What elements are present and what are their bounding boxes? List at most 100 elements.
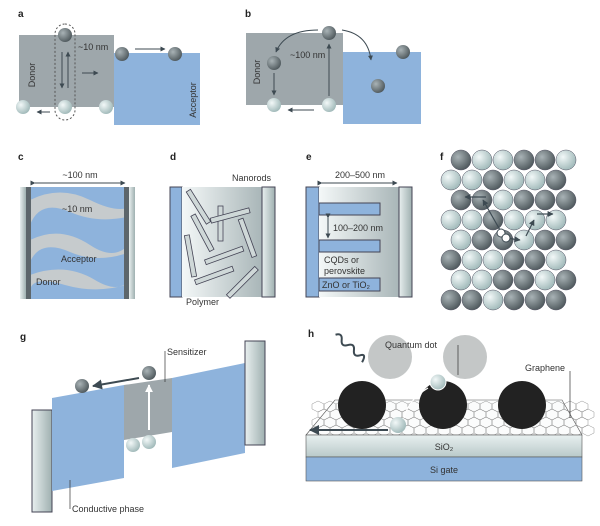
graphene-hex bbox=[581, 408, 595, 421]
panel-label-d: d bbox=[170, 152, 176, 163]
nanocrystal bbox=[555, 229, 577, 251]
hole bbox=[322, 98, 336, 112]
sio2-label: SiO₂ bbox=[435, 442, 454, 452]
nanocrystal bbox=[461, 289, 483, 311]
nanocrystal bbox=[503, 169, 525, 191]
panel-label-a: a bbox=[18, 9, 24, 20]
absorber-label-2: perovskite bbox=[324, 266, 365, 276]
nanocrystal bbox=[440, 249, 462, 271]
hole bbox=[126, 438, 140, 452]
oxide-label: ZnO or TiO₂ bbox=[322, 280, 371, 290]
panel-label-b: b bbox=[245, 9, 251, 20]
quantum-dots bbox=[338, 335, 546, 429]
panel-c: c ~100 nm ~10 nm Acceptor Donor bbox=[18, 152, 135, 299]
nanocrystal bbox=[513, 229, 535, 251]
si-gate-label: Si gate bbox=[430, 465, 458, 475]
nanocrystal bbox=[534, 149, 556, 171]
acceptor-label: Acceptor bbox=[61, 254, 97, 264]
electron bbox=[115, 47, 129, 61]
panel-b: b Donor ~100 nm bbox=[245, 9, 421, 124]
nanocrystal bbox=[545, 209, 567, 231]
electron bbox=[58, 28, 72, 42]
domain-label: ~10 nm bbox=[62, 204, 92, 214]
nanocrystal bbox=[492, 149, 514, 171]
nanocrystal bbox=[524, 169, 546, 191]
nanocrystal bbox=[555, 149, 577, 171]
graphene-label: Graphene bbox=[525, 363, 565, 373]
panel-e: e 200–500 nm 100–200 nm CQDs or perovski… bbox=[305, 152, 413, 298]
nanocrystal bbox=[482, 169, 504, 191]
graphene-hex bbox=[575, 416, 589, 429]
electron bbox=[322, 26, 336, 40]
nanocrystal bbox=[461, 249, 483, 271]
nanocrystal bbox=[461, 169, 483, 191]
panel-h: h SiO₂ Si gate Quantum dot Graphene bbox=[305, 329, 595, 482]
nanocrystal bbox=[482, 209, 504, 231]
panel-label-f: f bbox=[440, 152, 444, 163]
width-label: ~100 nm bbox=[62, 170, 97, 180]
panel-d: d Nanorods Polymer bbox=[169, 152, 276, 307]
nanocrystal bbox=[482, 249, 504, 271]
nanocrystal bbox=[524, 289, 546, 311]
polymer-label: Polymer bbox=[186, 297, 219, 307]
nanocrystal bbox=[513, 269, 535, 291]
quantum-dot-label: Quantum dot bbox=[385, 340, 438, 350]
panel-label-g: g bbox=[20, 332, 26, 343]
panel-label-c: c bbox=[18, 152, 24, 163]
nanocrystal bbox=[471, 229, 493, 251]
width-label: 200–500 nm bbox=[335, 170, 385, 180]
nanocrystal bbox=[513, 189, 535, 211]
electron bbox=[142, 366, 156, 380]
nanocrystal bbox=[503, 249, 525, 271]
hole bbox=[58, 100, 72, 114]
spacing-label: 100–200 nm bbox=[333, 223, 383, 233]
nanocrystal bbox=[450, 189, 472, 211]
exciton bbox=[371, 79, 385, 93]
exciton-outline bbox=[54, 23, 76, 121]
nanocrystal bbox=[534, 269, 556, 291]
nanocrystal bbox=[450, 229, 472, 251]
nanocrystal bbox=[492, 269, 514, 291]
hole bbox=[16, 100, 30, 114]
panel-label-h: h bbox=[308, 329, 314, 340]
nanocrystal bbox=[482, 289, 504, 311]
electron bbox=[168, 47, 182, 61]
nanocrystal bbox=[440, 169, 462, 191]
panel-label-e: e bbox=[306, 152, 312, 163]
graphene-hex bbox=[575, 400, 589, 413]
panel-a: a Donor Acceptor ~10 nm bbox=[16, 9, 200, 125]
graphene-hex bbox=[311, 400, 325, 413]
nanocrystal bbox=[534, 229, 556, 251]
panel-g: g Sensitizer Conductive phase bbox=[20, 332, 266, 514]
nanocrystal bbox=[513, 149, 535, 171]
donor-label: Donor bbox=[27, 63, 37, 88]
electron bbox=[75, 379, 89, 393]
nanocrystal-array bbox=[440, 149, 577, 311]
distance-label: ~10 nm bbox=[78, 42, 108, 52]
nanocrystal bbox=[440, 209, 462, 231]
distance-label: ~100 nm bbox=[290, 50, 325, 60]
nanocrystal bbox=[461, 209, 483, 231]
donor-label: Donor bbox=[252, 60, 262, 85]
absorber-label: CQDs or bbox=[324, 255, 359, 265]
hole bbox=[99, 100, 113, 114]
conductive-phase-label: Conductive phase bbox=[72, 504, 144, 514]
nanocrystal bbox=[450, 269, 472, 291]
electron bbox=[396, 45, 410, 59]
panel-f: f bbox=[440, 149, 577, 311]
graphene-hex bbox=[581, 424, 595, 437]
hole bbox=[142, 435, 156, 449]
nanocrystal bbox=[534, 189, 556, 211]
nanocrystal bbox=[545, 169, 567, 191]
nanorods-label: Nanorods bbox=[232, 173, 272, 183]
nanocrystal bbox=[503, 209, 525, 231]
nanocrystal bbox=[471, 269, 493, 291]
nanocrystal bbox=[524, 249, 546, 271]
nanocrystal bbox=[545, 249, 567, 271]
nanocrystal bbox=[555, 189, 577, 211]
donor-label: Donor bbox=[36, 277, 61, 287]
nanocrystal bbox=[471, 189, 493, 211]
exciton bbox=[267, 56, 281, 70]
nanocrystal bbox=[440, 289, 462, 311]
